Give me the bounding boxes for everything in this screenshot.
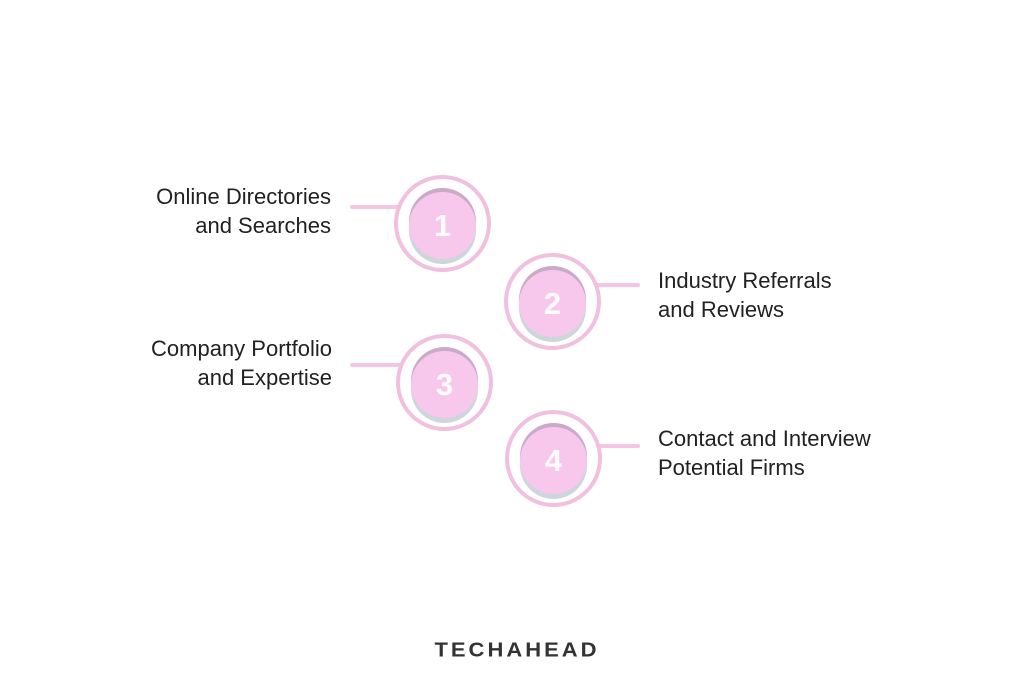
step-2-label-line1: Industry Referrals	[658, 268, 832, 293]
step-4-number: 4	[544, 443, 563, 478]
step-2-circle: 2	[504, 253, 601, 350]
step-4-label-line1: Contact and Interview	[658, 426, 871, 451]
step-3-circle: 3	[396, 334, 493, 431]
step-4-label-line2: Potential Firms	[658, 455, 805, 480]
step-1-disc: 1	[409, 192, 476, 259]
step-3-number: 3	[435, 367, 454, 402]
step-2-label-line2: and Reviews	[658, 297, 784, 322]
step-1-circle: 1	[394, 175, 491, 272]
step-2-number: 2	[543, 286, 562, 321]
step-1-number: 1	[433, 208, 452, 243]
step-3-label: Company Portfolio and Expertise	[151, 334, 332, 392]
step-3-label-line2: and Expertise	[197, 365, 332, 390]
step-4-circle: 4	[505, 410, 602, 507]
step-1-label-line1: Online Directories	[156, 184, 331, 209]
step-4-disc: 4	[520, 427, 587, 494]
step-3-disc: 3	[411, 351, 478, 418]
step-1-label-line2: and Searches	[195, 213, 331, 238]
step-4-label: Contact and Interview Potential Firms	[658, 424, 871, 482]
step-2-disc: 2	[519, 270, 586, 337]
step-3-label-line1: Company Portfolio	[151, 336, 332, 361]
techahead-logo: TECHAHEAD	[434, 638, 600, 662]
step-2-label: Industry Referrals and Reviews	[658, 266, 832, 324]
step-1-label: Online Directories and Searches	[156, 182, 331, 240]
